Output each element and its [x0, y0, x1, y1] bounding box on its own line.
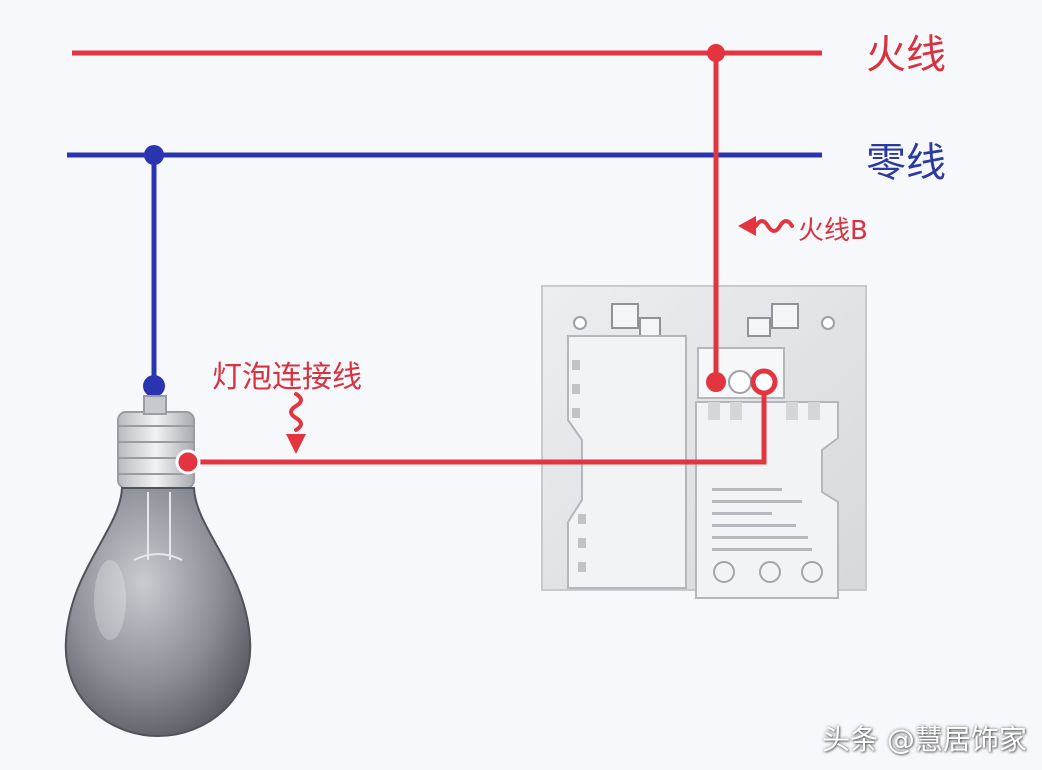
bulb-connection-wire: [188, 382, 767, 465]
arrowhead-left-icon: [738, 216, 756, 236]
live-wire-b-label: 火线B: [798, 216, 868, 246]
light-bulb-icon: [64, 395, 252, 738]
live-wire-label: 火线: [866, 32, 946, 78]
live-junction-dot: [707, 44, 725, 62]
neutral-junction-dot: [144, 145, 164, 165]
squiggle-down-arrow-icon: [289, 392, 303, 432]
neutral-wire-label: 零线: [866, 140, 946, 186]
wall-switch-back-icon: [541, 285, 867, 599]
live-switch-terminal-dot: [706, 372, 726, 392]
switch-output-terminal-dot: [750, 368, 778, 396]
bulb-live-terminal-dot: [175, 449, 201, 475]
watermark: 头条 @慧居饰家: [822, 723, 1027, 756]
squiggle-arrow-icon: [754, 219, 794, 233]
neutral-bulb-terminal-dot: [143, 375, 165, 397]
bulb-connection-wire-label: 灯泡连接线: [212, 360, 362, 395]
arrowhead-down-icon: [286, 434, 306, 454]
